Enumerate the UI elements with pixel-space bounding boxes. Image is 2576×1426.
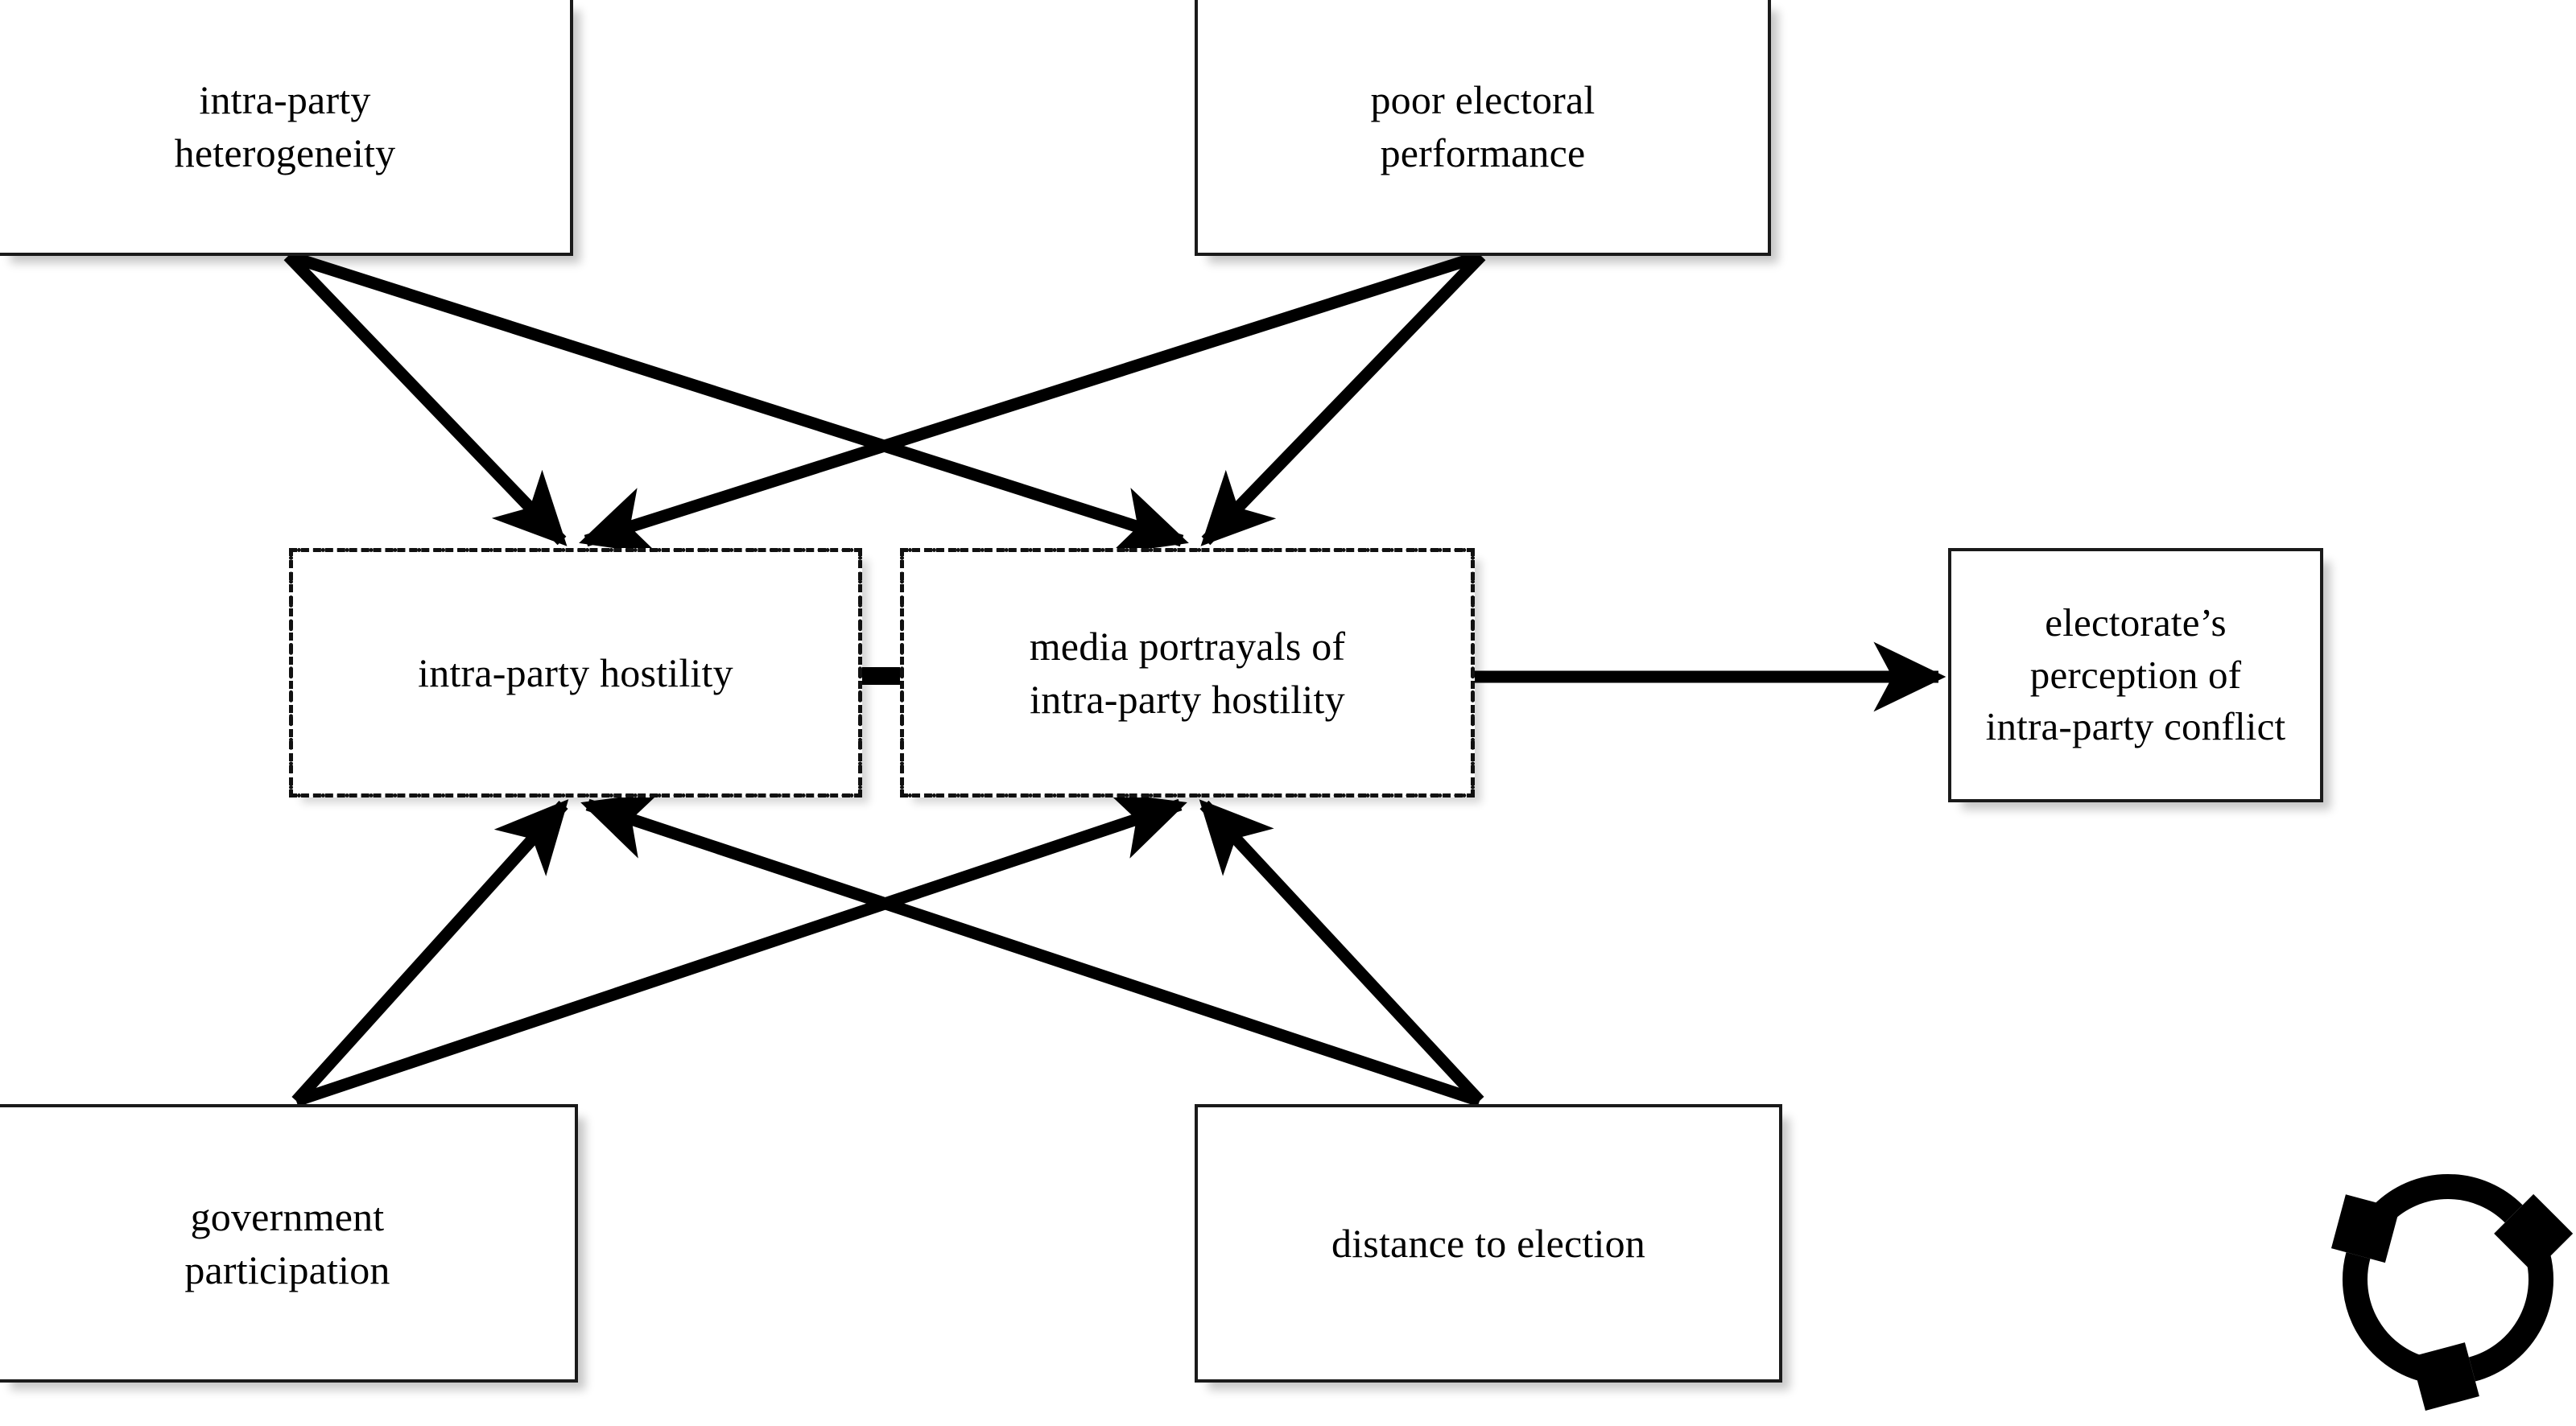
node-label: media portrayals of intra-party hostilit… <box>1029 624 1346 722</box>
node-label: electorate’s perception of intra-party c… <box>1985 600 2286 749</box>
edge-distance-to-hostility <box>580 792 1482 1107</box>
node-label: intra-party heterogeneity <box>174 77 396 175</box>
node-electorate-perception-of-intra-party-conflict[interactable]: electorate’s perception of intra-party c… <box>1948 548 2323 802</box>
edge-performance-to-media <box>1200 251 1486 546</box>
node-label: government participation <box>184 1194 390 1292</box>
recycle-loop-icon <box>2330 1174 2574 1411</box>
node-poor-electoral-performance[interactable]: poor electoral performance <box>1195 0 1771 256</box>
edge-heterogeneity-to-hostility <box>283 251 568 546</box>
node-label: distance to election <box>1331 1221 1645 1266</box>
edge-distance-to-media <box>1199 799 1484 1106</box>
edge-heterogeneity-to-media <box>286 249 1189 554</box>
node-label: poor electoral performance <box>1370 77 1596 175</box>
node-label: intra-party hostility <box>418 650 733 695</box>
edge-performance-to-hostility <box>579 249 1484 554</box>
node-government-participation[interactable]: government participation <box>0 1104 578 1383</box>
edge-government-to-media <box>294 792 1187 1107</box>
node-intra-party-heterogeneity[interactable]: intra-party heterogeneity <box>0 0 573 256</box>
node-intra-party-hostility[interactable]: intra-party hostility <box>289 548 862 797</box>
node-distance-to-election[interactable]: distance to election <box>1195 1104 1782 1383</box>
edge-government-to-hostility <box>291 799 569 1106</box>
node-media-portrayals-of-intra-party-hostility[interactable]: media portrayals of intra-party hostilit… <box>900 548 1475 797</box>
